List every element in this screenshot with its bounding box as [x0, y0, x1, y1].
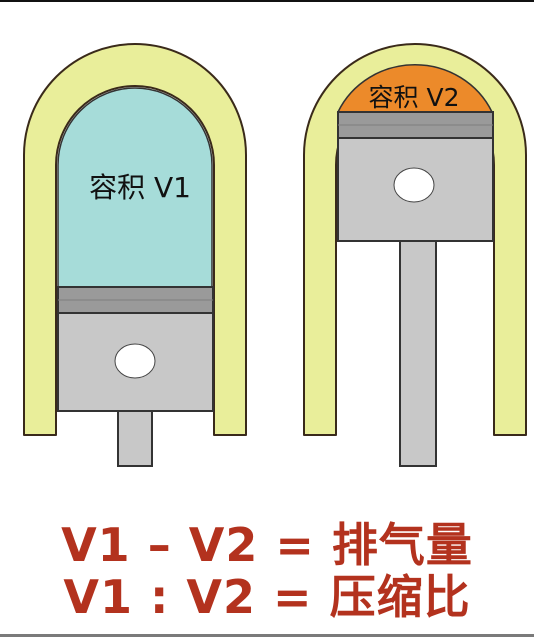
volume-v2-chamber: [336, 63, 494, 113]
piston-right-rod: [399, 240, 437, 467]
cylinder-left: 容积 V1: [23, 43, 247, 467]
cylinder-right: 容积 V2: [303, 43, 527, 467]
volume-v2-label: 容积 V2: [369, 83, 460, 112]
compression-ratio-formula: V1 : V2 = 压缩比: [63, 570, 471, 624]
piston-left-rod: [117, 410, 153, 467]
piston-right-pin: [393, 167, 435, 203]
piston-left-pin: [114, 343, 156, 379]
volume-v1-chamber: [57, 87, 213, 288]
engine-cylinder-diagram: 容积 V1 容积 V2: [23, 43, 527, 467]
top-border: [0, 0, 534, 2]
displacement-formula: V1 – V2 = 排气量: [61, 518, 473, 572]
volume-v1-label: 容积 V1: [89, 171, 191, 204]
cylinder-left-wall: [23, 43, 247, 436]
bottom-border: [0, 634, 534, 637]
